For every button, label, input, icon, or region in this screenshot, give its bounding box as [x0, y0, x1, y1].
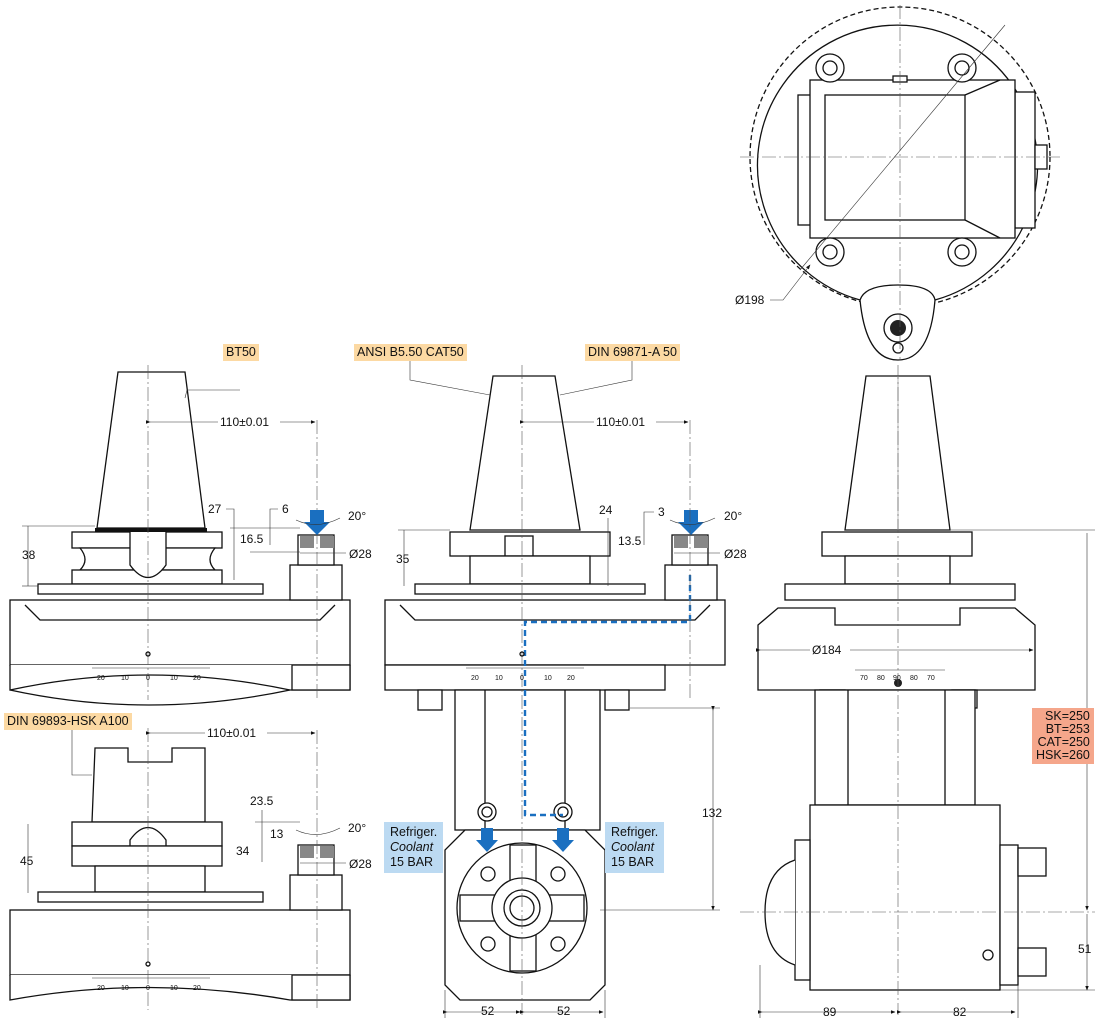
scale-label: 10 — [170, 985, 178, 992]
dim-top-diameter: Ø198 — [735, 293, 765, 307]
scale-label: 80 — [910, 675, 918, 682]
scale-label: 10 — [495, 675, 503, 682]
cat-scale: 20 10 0 10 20 — [466, 651, 584, 682]
dim-hsk-angle: 20° — [348, 821, 366, 835]
dim-bt-offset: 110±0.01 — [220, 415, 269, 429]
bt50-view: 110±0.01 27 6 16.5 20° Ø28 38 20 10 0 10… — [9, 365, 372, 706]
dim-bt-38: 38 — [22, 548, 36, 562]
bolt-holes — [815, 53, 977, 267]
tag-din69871: DIN 69871-A 50 — [585, 344, 680, 361]
dim-hsk-dia: Ø28 — [349, 857, 372, 871]
dim-bt-angle: 20° — [348, 509, 366, 523]
dim-cat-24: 24 — [599, 503, 613, 517]
dim-bt-6: 6 — [282, 502, 289, 516]
cat50-view: 110±0.01 24 3 13.5 20° Ø28 35 132 52 52 … — [384, 360, 747, 1018]
coolant-arrow — [678, 510, 704, 535]
dim-cat-35: 35 — [396, 552, 410, 566]
dim-side-89: 89 — [823, 1005, 837, 1019]
coolant-label-left: Refriger. Coolant 15 BAR — [384, 822, 444, 873]
bt-taper — [96, 371, 206, 529]
dim-side-184: Ø184 — [812, 643, 842, 657]
length-cat: CAT=250 — [1037, 735, 1090, 749]
coolant-line3: 15 BAR — [390, 855, 434, 869]
hsk-view: 110±0.01 23.5 13 34 20° Ø28 45 20 10 0 1… — [9, 726, 372, 1010]
scale-label: 20 — [97, 985, 105, 992]
dim-cat-13-5: 13.5 — [618, 534, 642, 548]
scale-label: 20 — [193, 985, 201, 992]
hsk-scale: 20 10 0 10 20 — [92, 961, 210, 992]
length-table: SK=250 BT=253 CAT=250 HSK=260 — [1032, 708, 1094, 764]
scale-label: 10 — [170, 675, 178, 682]
hsk-shank — [91, 747, 206, 823]
dim-cat-angle: 20° — [724, 509, 742, 523]
dim-hsk-23-5: 23.5 — [250, 794, 274, 808]
side-scale: 70 80 90 80 70 — [855, 669, 945, 682]
coolant-label-right: Refriger. Coolant 15 BAR — [605, 822, 665, 873]
tag-bt50: BT50 — [223, 344, 259, 361]
dim-mid-132: 132 — [702, 806, 722, 820]
coolant-arrow — [304, 510, 330, 535]
side-view: 51 Ø184 89 82 70 80 90 80 70 — [740, 365, 1095, 1019]
dim-bt-27: 27 — [208, 502, 222, 516]
dim-hsk-offset: 110±0.01 — [207, 726, 256, 740]
top-view: Ø198 — [735, 5, 1060, 361]
dim-side-82: 82 — [953, 1005, 967, 1019]
scale-label: 80 — [877, 675, 885, 682]
tag-hsk: DIN 69893-HSK A100 — [4, 713, 132, 730]
coolant-arrow — [476, 828, 498, 852]
length-sk: SK=250 — [1045, 709, 1090, 723]
dim-cat-3: 3 — [658, 505, 665, 519]
dim-width-52-right: 52 — [557, 1004, 571, 1018]
cat-taper — [469, 375, 581, 531]
dim-bt-16-5: 16.5 — [240, 532, 264, 546]
dim-bt-dia: Ø28 — [349, 547, 372, 561]
scale-label: 10 — [121, 985, 129, 992]
head-body — [809, 79, 1016, 239]
scale-label: 0 — [520, 675, 524, 682]
coolant-line1: Refriger. — [390, 825, 438, 839]
dim-width-52-left: 52 — [481, 1004, 495, 1018]
scale-label: 0 — [146, 985, 150, 992]
bt-base — [9, 599, 351, 666]
coolant-line3: 15 BAR — [611, 855, 655, 869]
scale-label: 70 — [927, 675, 935, 682]
coolant-arrow — [552, 828, 574, 852]
cat-column — [454, 689, 601, 831]
scale-label: 20 — [471, 675, 479, 682]
dim-cat-dia: Ø28 — [724, 547, 747, 561]
dim-side-51: 51 — [1078, 942, 1092, 956]
bt-scale: 20 10 0 10 20 — [92, 651, 210, 682]
scale-label: 0 — [146, 675, 150, 682]
scale-label: 20 — [97, 675, 105, 682]
length-bt: BT=253 — [1045, 722, 1090, 736]
scale-label: 70 — [860, 675, 868, 682]
scale-label: 10 — [544, 675, 552, 682]
coolant-line2: Coolant — [611, 840, 655, 854]
scale-label: 20 — [567, 675, 575, 682]
dim-hsk-45: 45 — [20, 854, 34, 868]
scale-label: 10 — [121, 675, 129, 682]
length-hsk: HSK=260 — [1036, 748, 1090, 762]
dim-hsk-13: 13 — [270, 827, 284, 841]
dim-cat-offset: 110±0.01 — [596, 415, 645, 429]
coolant-line2: Coolant — [390, 840, 434, 854]
scale-label: 90 — [893, 675, 901, 682]
coolant-line1: Refriger. — [611, 825, 659, 839]
dim-hsk-34: 34 — [236, 844, 250, 858]
tag-cat50: ANSI B5.50 CAT50 — [354, 344, 467, 361]
scale-label: 20 — [193, 675, 201, 682]
side-head — [809, 804, 1001, 991]
